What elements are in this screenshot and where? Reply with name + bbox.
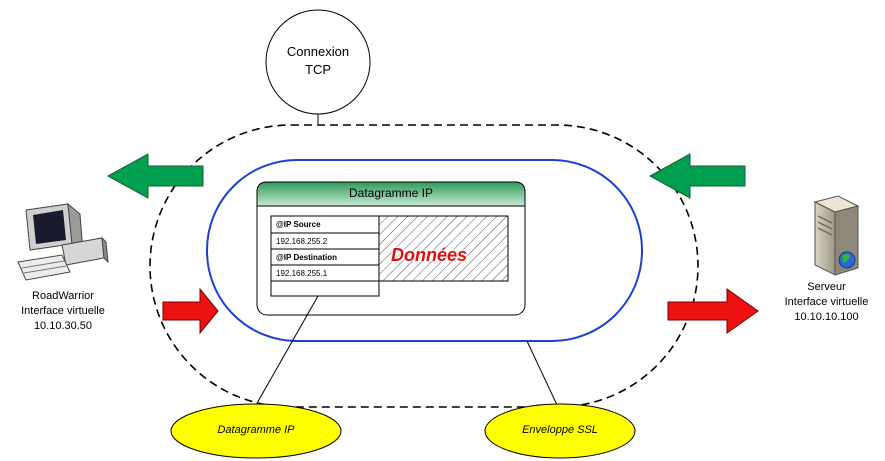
callout-datagram-ellipse [170, 403, 342, 459]
dst-ip-value: 192.168.255.1 [276, 269, 328, 278]
tcp-tunnel [149, 124, 699, 408]
callout-line-datagram [255, 295, 319, 406]
red-arrow-right [667, 288, 759, 334]
server-iface: Interface virtuelle [784, 296, 869, 308]
callout-ssl-label: Enveloppe SSL [522, 424, 598, 436]
tcp-label-line1: Connexion [286, 44, 350, 59]
src-ip-label: @IP Source [276, 220, 321, 229]
tcp-circle [265, 9, 371, 115]
client-iface: Interface virtuelle [21, 305, 105, 317]
computer-icon [17, 202, 109, 281]
callout-line-ssl [526, 340, 558, 406]
server-ip: 10.10.10.100 [794, 311, 859, 323]
server-icon [813, 195, 860, 276]
server-name: Serveur [807, 281, 846, 293]
datagram-header-title: Datagramme IP [348, 186, 434, 200]
callout-ssl-ellipse [484, 403, 636, 459]
address-table [270, 215, 380, 297]
client-name: RoadWarrior [32, 290, 94, 302]
client-ip: 10.10.30.50 [33, 320, 93, 332]
dst-ip-label: @IP Destination [276, 253, 337, 262]
datagram-header-bg [256, 181, 526, 207]
tcp-label-line2: TCP [305, 62, 331, 77]
src-ip-value: 192.168.255.2 [276, 237, 328, 246]
green-arrow-right [648, 153, 746, 199]
green-arrow-left [106, 153, 204, 199]
payload-area [378, 215, 509, 282]
callout-datagram-label: Datagramme IP [217, 424, 295, 436]
red-arrow-left [162, 287, 219, 335]
payload-label: Données [390, 245, 468, 265]
